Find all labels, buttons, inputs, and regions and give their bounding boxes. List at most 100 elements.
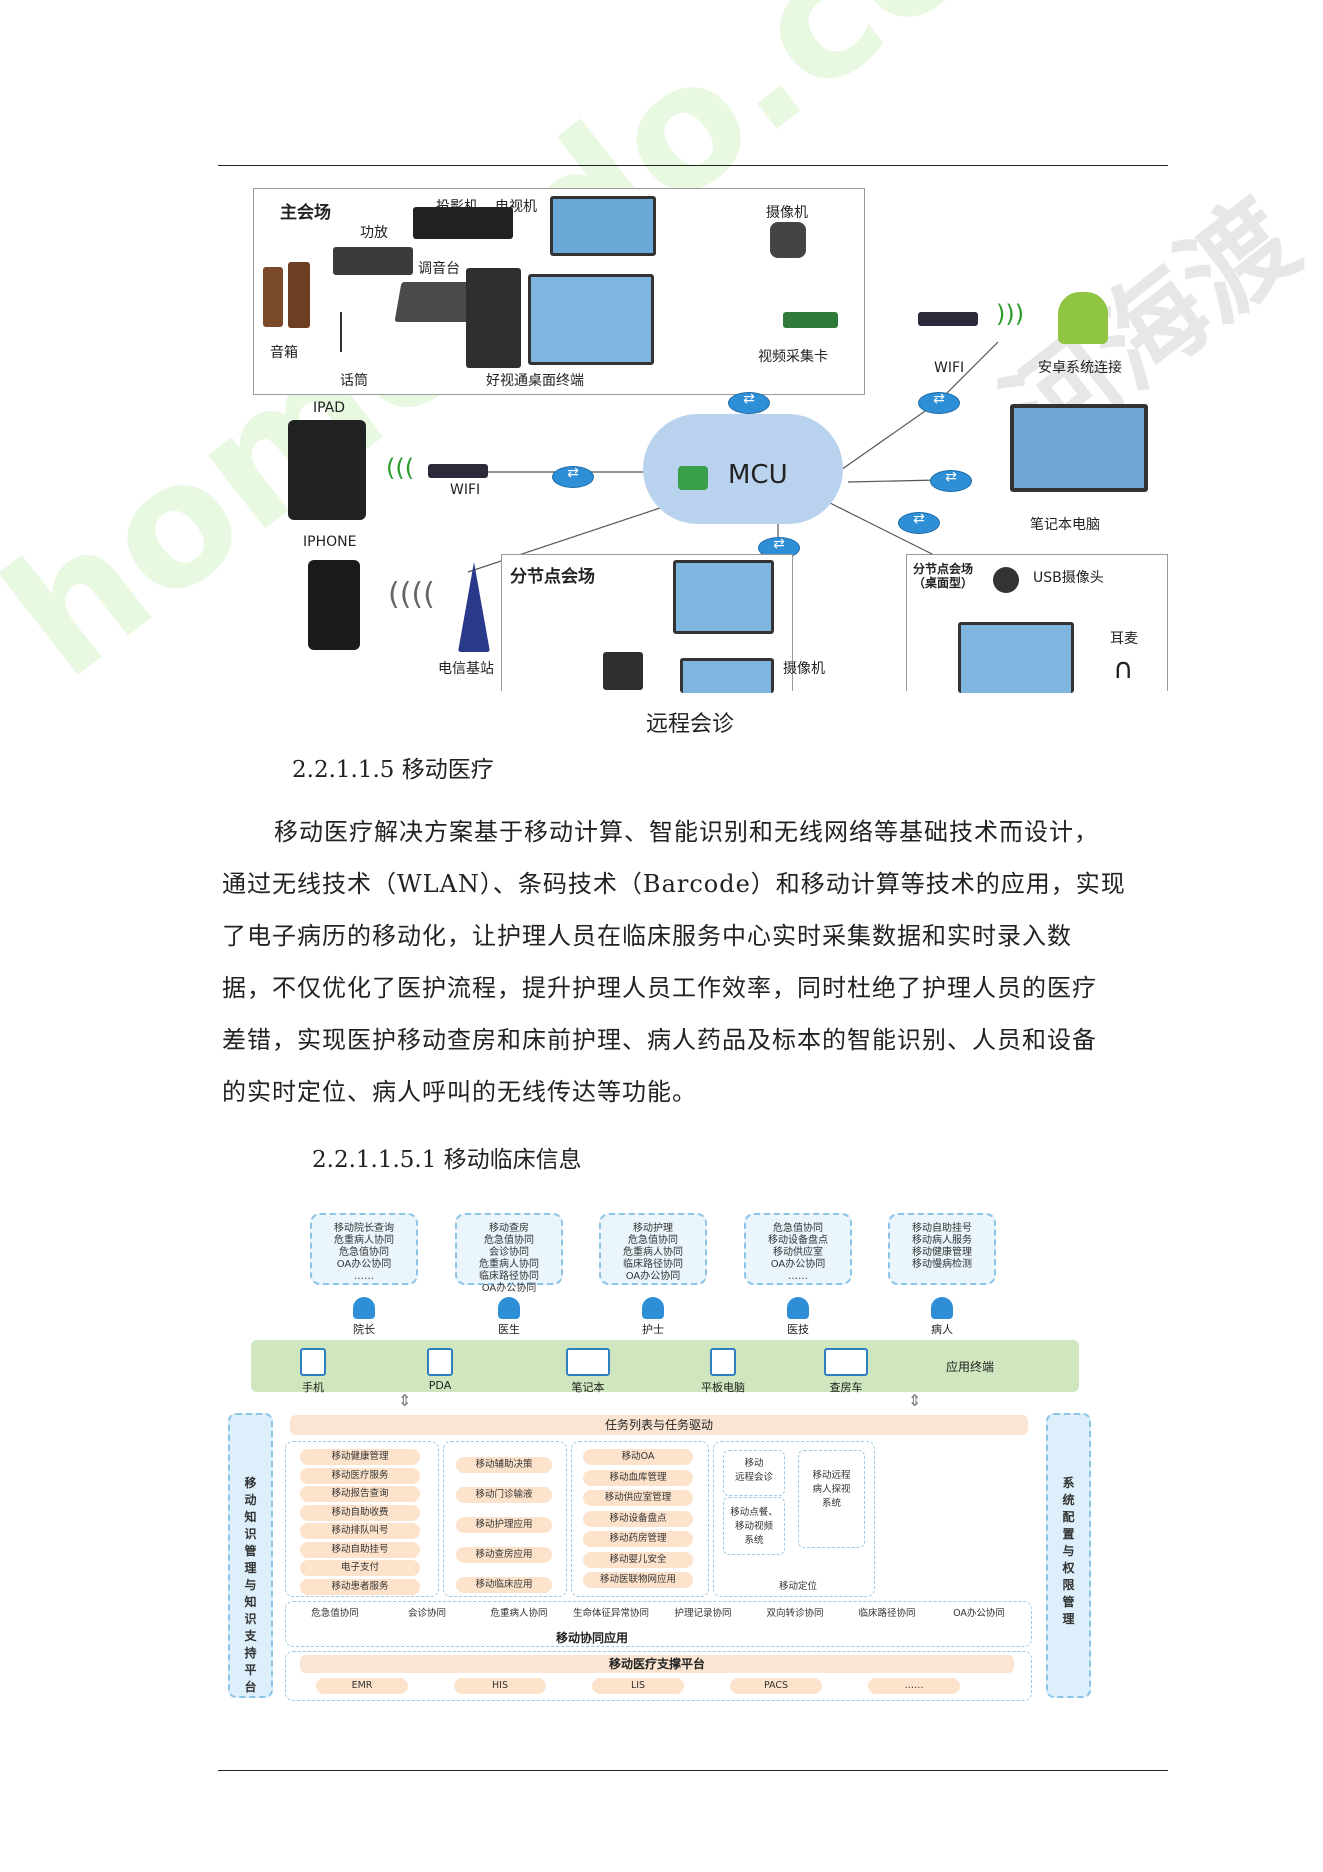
amplifier-image	[333, 247, 413, 275]
knowledge-platform-sidebar: 移 动 知 识 管 理 与 知 识 支 持 平 台	[228, 1413, 273, 1698]
role-label: 病人	[931, 1323, 953, 1336]
wifi-left-label: WIFI	[450, 482, 481, 498]
support-platform-bar: 移动医疗支撑平台	[300, 1655, 1014, 1673]
collaboration-item: 临床路径协同	[858, 1608, 916, 1619]
top-box-technician: 危急值协同 移动设备盘点 移动供应室 OA办公协同 ……	[744, 1213, 852, 1285]
usb-camera-image	[993, 567, 1019, 593]
role-president: 院长	[334, 1297, 394, 1337]
collaboration-item: OA办公协同	[953, 1608, 1005, 1619]
ipad-label: IPAD	[313, 400, 346, 416]
terminal-tablet: 平板电脑	[688, 1348, 758, 1395]
branch-monitor-image	[680, 658, 774, 693]
laptop-icon	[566, 1348, 610, 1376]
top-box-patient: 移动自助挂号 移动病人服务 移动健康管理 移动慢病检测	[888, 1213, 996, 1285]
role-patient: 病人	[912, 1297, 972, 1337]
amplifier-label: 功放	[360, 225, 388, 241]
mixer-label: 调音台	[418, 261, 460, 277]
main-venue-label: 主会场	[280, 203, 331, 223]
module-item: 移动查房应用	[456, 1547, 552, 1563]
up-down-arrow-icon: ⇕	[908, 1391, 922, 1410]
support-item: PACS	[730, 1678, 822, 1694]
iphone-label: IPHONE	[303, 534, 357, 550]
speaker-image-2	[288, 262, 310, 328]
module-item: 移动报告查询	[300, 1486, 420, 1502]
task-list-bar: 任务列表与任务驱动	[290, 1415, 1028, 1435]
laptop-image	[1010, 404, 1148, 492]
module-item: 移动药房管理	[583, 1531, 693, 1547]
mcu-logo-icon	[678, 466, 708, 490]
remote-consult-box: 移动 远程会诊	[723, 1450, 785, 1496]
role-doctor: 医生	[479, 1297, 539, 1337]
person-icon	[353, 1297, 375, 1319]
terminal-label: 笔记本	[571, 1381, 605, 1394]
terminal-label: 手机	[302, 1381, 324, 1394]
camera-image	[770, 222, 806, 258]
collaboration-item: 危急值协同	[311, 1608, 359, 1619]
terminal-bar-label: 应用终端	[946, 1360, 995, 1374]
pda-icon	[427, 1348, 453, 1376]
section-heading: 2.2.1.1.5 移动医疗	[292, 757, 494, 783]
module-item: 移动医疗服务	[300, 1467, 420, 1484]
android-label: 安卓系统连接	[1038, 360, 1122, 376]
collaboration-item: 危重病人协同	[490, 1608, 548, 1619]
up-down-arrow-icon: ⇕	[398, 1391, 412, 1410]
support-item: HIS	[454, 1678, 546, 1694]
module-item: 电子支付	[300, 1560, 420, 1576]
top-box-president: 移动院长查询 危重病人协同 危急值协同 OA办公协同 ……	[310, 1213, 418, 1285]
terminal-label: 查房车	[829, 1381, 863, 1394]
branch-desktop-label: 分节点会场（桌面型）	[913, 562, 974, 590]
base-station-label: 电信基站	[438, 661, 494, 677]
branch-camera-label: 摄像机	[783, 661, 825, 677]
camera-label: 摄像机	[766, 205, 808, 221]
base-station-tower	[458, 562, 490, 652]
person-icon	[642, 1297, 664, 1319]
meal-video-box: 移动点餐、 移动视频 系统	[723, 1497, 785, 1555]
tv-image	[550, 196, 656, 256]
module-item: 移动门诊输液	[456, 1487, 552, 1503]
speaker-label: 音箱	[270, 345, 298, 361]
header-rule	[218, 165, 1168, 166]
module-item: 移动辅助决策	[456, 1457, 552, 1473]
terminal-rounds-cart: 查房车	[811, 1348, 881, 1395]
capture-card-image	[783, 312, 838, 328]
paragraph-line: 通过无线技术（WLAN）、条码技术（Barcode）和移动计算等技术的应用，实现	[222, 870, 1126, 898]
collaboration-row	[285, 1601, 1032, 1647]
collaboration-item: 双向转诊协同	[766, 1608, 824, 1619]
wifi-router-left	[428, 464, 488, 478]
module-item: 移动婴儿安全	[583, 1551, 693, 1568]
branch-desktop-monitor	[958, 622, 1074, 693]
base-station-signal-icon: ((((	[388, 577, 435, 612]
wifi-signal-icon-left: (((	[386, 454, 415, 482]
module-group-remote	[713, 1441, 875, 1597]
module-item: 移动自助挂号	[300, 1541, 420, 1558]
iphone-image	[308, 560, 360, 650]
router-icon-bottom	[758, 536, 800, 559]
role-nurse: 护士	[623, 1297, 683, 1337]
collaboration-item: 会诊协同	[407, 1608, 446, 1619]
projector-label: 投影机	[436, 199, 478, 215]
role-label: 医生	[498, 1323, 520, 1336]
mobile-clinical-architecture-diagram: 移动院长查询 危重病人协同 危急值协同 OA办公协同 …… 移动查房 危急值协同…	[228, 1205, 1102, 1702]
collaboration-label: 移动协同应用	[556, 1631, 629, 1645]
paragraph-line: 的实时定位、病人呼叫的无线传达等功能。	[222, 1078, 697, 1106]
usb-camera-label: USB摄像头	[1033, 570, 1104, 586]
top-box-nurse: 移动护理 危急值协同 危重病人协同 临床路径协同 OA办公协同	[599, 1213, 707, 1285]
support-item: LIS	[592, 1678, 684, 1694]
remote-visit-box: 移动远程 病人探视 系统	[798, 1450, 865, 1548]
terminal-label: 好视通桌面终端	[486, 373, 584, 389]
branch-tv-image	[673, 560, 774, 634]
headset-label: 耳麦	[1110, 631, 1138, 647]
ipad-image	[288, 420, 366, 520]
support-item: ……	[868, 1678, 960, 1694]
mcu-label: MCU	[728, 460, 788, 490]
module-item: 移动供应室管理	[583, 1490, 693, 1506]
figure-caption: 远程会诊	[646, 712, 735, 737]
pc-tower-image	[466, 268, 521, 368]
terminal-label: PDA	[428, 1379, 452, 1392]
tv-label: 电视机	[495, 199, 537, 215]
mcu-cloud	[643, 414, 843, 524]
router-icon-left	[552, 465, 594, 488]
microphone-label: 话筒	[340, 373, 368, 389]
paragraph-line: 移动医疗解决方案基于移动计算、智能识别和无线网络等基础技术而设计，	[274, 818, 1099, 846]
footer-rule	[218, 1770, 1168, 1771]
